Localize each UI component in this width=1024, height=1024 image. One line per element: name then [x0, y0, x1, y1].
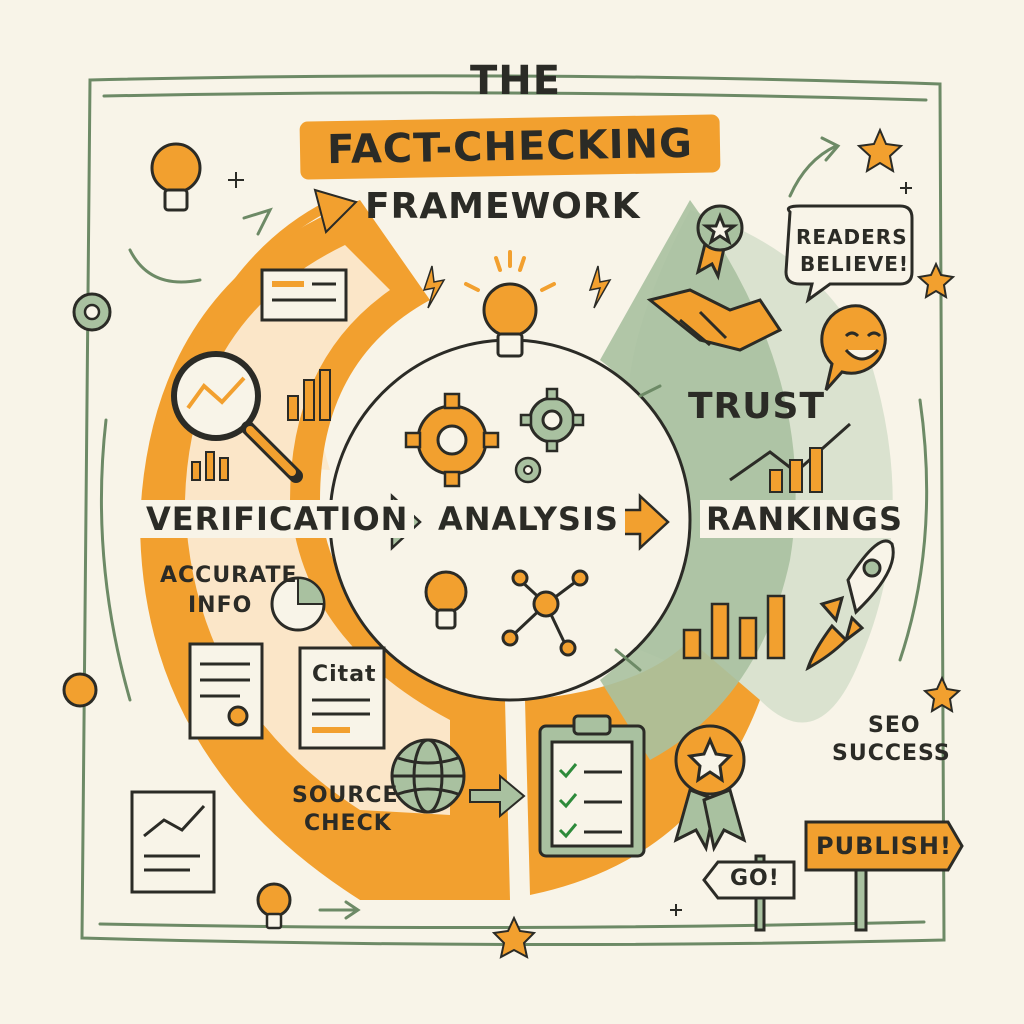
signpost-icon — [702, 820, 964, 932]
trend-bars-icon — [769, 447, 823, 493]
rocket-icon — [805, 539, 895, 672]
lightning-icons — [422, 265, 612, 309]
decorative-arrows — [99, 136, 929, 920]
page-title: FACT-CHECKING — [299, 114, 721, 180]
lightbulb-icon-topleft — [150, 142, 202, 212]
award-badge-icon-bottom — [673, 724, 747, 853]
source-label: SOURCE — [292, 783, 399, 808]
step-rankings-label: RANKINGS — [700, 500, 909, 538]
title-line-framework: FRAMEWORK — [365, 186, 641, 227]
arrow-lower — [469, 773, 526, 819]
gear-icon-medium — [519, 387, 585, 453]
accurate-label: ACCURATE — [160, 563, 298, 588]
network-icon — [501, 569, 589, 657]
citation-document-icon — [298, 646, 386, 750]
handshake-icon — [646, 288, 783, 352]
gear-icon-left — [72, 292, 112, 332]
document-icon-top — [260, 268, 348, 322]
step-analysis-label: ANALYSIS — [432, 500, 625, 538]
speech-believe-label: BELIEVE! — [800, 252, 910, 276]
readers-speech-bubble — [784, 204, 914, 304]
info-label: INFO — [188, 593, 253, 618]
check-label: CHECK — [304, 811, 392, 836]
smiley-face-icon — [820, 304, 887, 391]
lightbulb-icon-top — [464, 250, 556, 358]
trust-label: TRUST — [688, 386, 825, 427]
magnifier-icon — [171, 351, 303, 483]
lightbulb-icon-bottom — [256, 882, 292, 930]
sign-go-label: GO! — [730, 866, 780, 891]
document-chart-icon — [130, 790, 216, 894]
success-label: SUCCESS — [832, 741, 951, 766]
gear-icon-small — [514, 456, 542, 484]
pie-marker-icon — [62, 672, 98, 708]
sparkle-icons — [228, 172, 912, 916]
star-icons — [491, 127, 962, 959]
bar-chart-icon-right — [682, 594, 786, 660]
bar-chart-icon-left — [191, 369, 331, 481]
sign-publish-label: PUBLISH! — [816, 832, 952, 860]
document-icon-left — [188, 642, 264, 740]
arrow-top-head — [313, 188, 358, 234]
award-badge-icon-top — [695, 204, 744, 281]
lightbulb-icon-center — [424, 570, 468, 630]
pie-chart-icon — [270, 576, 326, 632]
seo-label: SEO — [868, 713, 921, 738]
citation-label: Citat — [312, 662, 377, 687]
gear-icon-large — [404, 392, 500, 488]
globe-icon — [390, 738, 466, 814]
step-verification-label: VERIFICATION — [140, 500, 415, 538]
checklist-clipboard-icon — [538, 714, 646, 858]
speech-readers-label: READERS — [796, 225, 908, 249]
title-line-the: THE — [470, 58, 562, 104]
